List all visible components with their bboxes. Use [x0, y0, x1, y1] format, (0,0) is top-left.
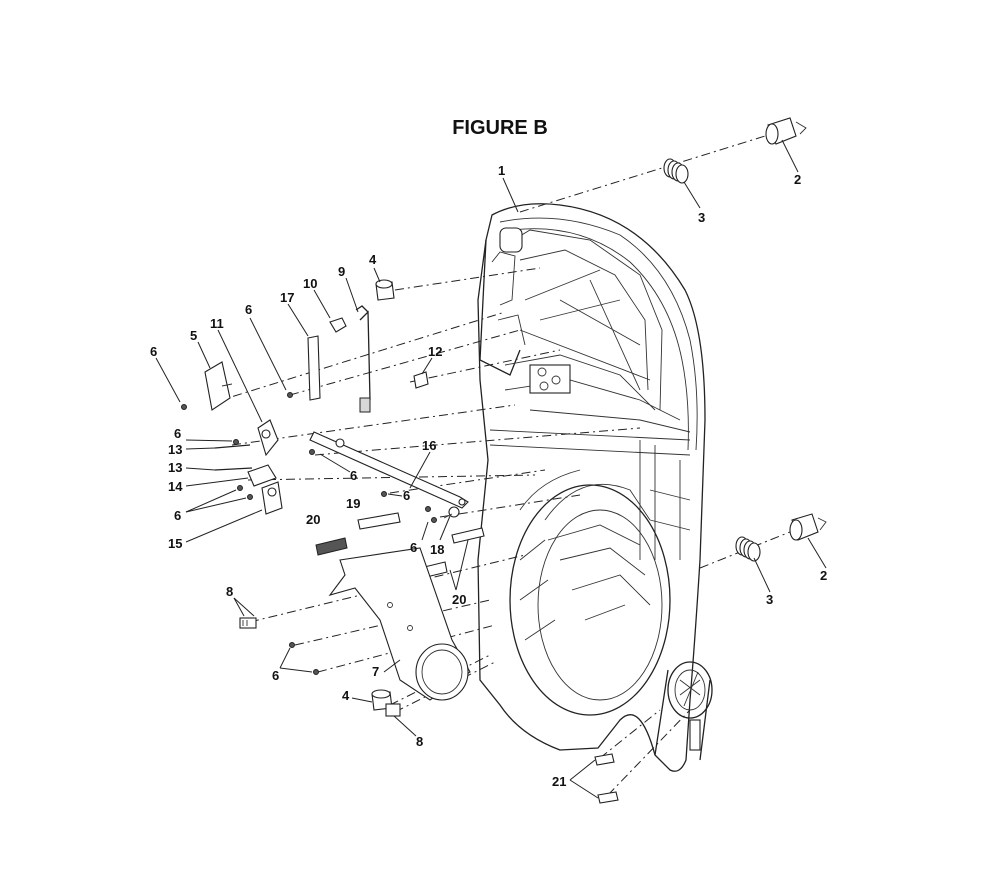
callout-labels: 1 2 2 3 3 4 4 5 6 6 6 6 6 6 6 6 6 7 8 8 … — [150, 163, 827, 789]
callout-2-bottom: 2 — [820, 568, 827, 583]
switch-part-12 — [413, 371, 429, 389]
callout-2-top: 2 — [794, 172, 801, 187]
wire-part-9 — [355, 305, 371, 413]
knob-part-2-top — [765, 117, 807, 145]
callout-20-left: 20 — [306, 512, 320, 527]
callout-9: 9 — [338, 264, 345, 279]
lever-part-14 — [247, 464, 277, 487]
callout-11: 11 — [210, 316, 224, 331]
callout-13-upper: 13 — [168, 442, 182, 457]
callout-18: 18 — [430, 542, 444, 557]
connector-part-8-a — [239, 617, 257, 629]
callout-5: 5 — [190, 328, 197, 343]
callout-8-connector: 8 — [226, 584, 233, 599]
callout-3-top: 3 — [698, 210, 705, 225]
connector-part-8-b — [385, 703, 401, 717]
callout-13-lower: 13 — [168, 460, 182, 475]
spring-part-3-top — [663, 158, 689, 184]
callout-16: 16 — [422, 438, 436, 453]
rod-part-16 — [309, 431, 469, 509]
figure-title: FIGURE B — [452, 117, 548, 139]
callout-1: 1 — [498, 163, 505, 178]
callout-6-upper: 6 — [245, 302, 252, 317]
spring-part-3-bottom — [735, 536, 761, 562]
bar-part-17 — [307, 335, 321, 401]
leader-lines — [155, 139, 827, 799]
callout-12: 12 — [428, 344, 442, 359]
callout-6-rod: 6 — [350, 468, 357, 483]
callout-4-bottom: 4 — [342, 688, 350, 703]
callout-6-lower-mid: 6 — [410, 540, 417, 555]
knob-part-2-bottom — [789, 513, 827, 541]
callout-6-mid: 6 — [403, 488, 410, 503]
screw-part-18 — [443, 506, 460, 519]
callout-21: 21 — [552, 774, 566, 789]
pad-part-20-c — [451, 527, 485, 544]
callout-20-right: 20 — [452, 592, 466, 607]
callout-6-plate: 6 — [272, 668, 279, 683]
pad-part-21-b — [597, 791, 619, 804]
callout-17: 17 — [280, 290, 294, 305]
screws-part-6 — [233, 392, 437, 675]
callout-14: 14 — [168, 479, 183, 494]
callout-4-top: 4 — [369, 252, 377, 267]
callout-7: 7 — [372, 664, 379, 679]
handle-part-15 — [261, 481, 283, 515]
callout-6-bracket: 6 — [174, 426, 181, 441]
callout-19: 19 — [346, 496, 360, 511]
housing-part-1 — [477, 203, 713, 772]
bracket-part-11 — [257, 419, 279, 457]
clip-part-10 — [329, 317, 347, 333]
callout-10: 10 — [303, 276, 317, 291]
callout-6-cover: 6 — [150, 344, 157, 359]
callout-3-bottom: 3 — [766, 592, 773, 607]
callout-6-handle: 6 — [174, 508, 181, 523]
pad-part-21-a — [594, 753, 615, 766]
callout-15: 15 — [168, 536, 182, 551]
cover-part-5 — [181, 361, 233, 411]
duct-plate-part-7 — [328, 547, 471, 701]
pin-part-13 — [214, 444, 253, 471]
callout-8-bottom: 8 — [416, 734, 423, 749]
pad-part-20-a — [315, 537, 348, 556]
strip-part-19 — [357, 512, 401, 530]
bushing-part-4-top — [375, 279, 395, 301]
